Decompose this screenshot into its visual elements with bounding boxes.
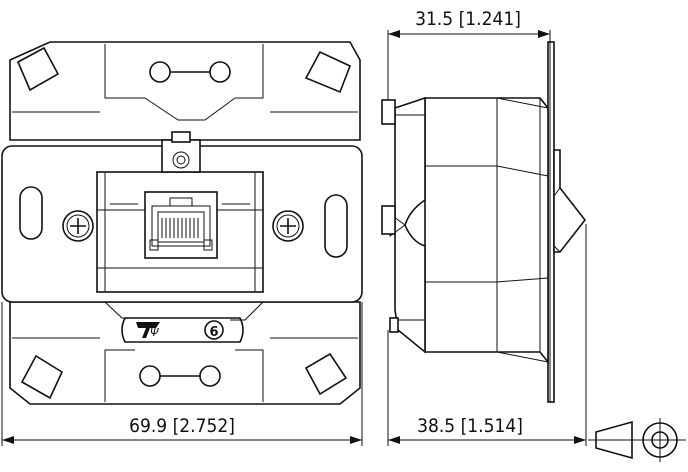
right-vertical-slot [324, 194, 348, 258]
bottom-ear-plate [9, 301, 361, 405]
side-bottom-dimension: 38.5 [1.514] [387, 224, 587, 446]
top-right-lug [304, 50, 352, 94]
side-top-dimension: 31.5 [1.241] [387, 8, 551, 100]
bottom-left-lug [20, 354, 64, 400]
top-keyhole-slot [149, 61, 231, 83]
right-screw-icon [272, 210, 304, 242]
side-latch-mid [381, 205, 396, 235]
socket-number-circle [204, 320, 224, 340]
side-latch-top [381, 99, 396, 125]
front-width-dimension: 69.9 [2.752] [1, 302, 363, 446]
left-screw-icon [62, 210, 94, 242]
brand-logo-icon: Ψ [136, 322, 160, 339]
top-ear-plate [9, 41, 361, 141]
side-connector-body [394, 96, 426, 354]
first-angle-projection-icon [588, 418, 686, 462]
svg-text:Ψ: Ψ [150, 326, 159, 339]
side-view [381, 41, 587, 403]
side-housing [424, 97, 549, 365]
side-nose [553, 149, 587, 253]
top-left-lug [16, 46, 60, 92]
front-view: Ψ 6 [1, 41, 363, 405]
side-latch-bottom [389, 317, 399, 333]
bottom-keyhole-slot [139, 365, 221, 387]
flange-plate [547, 41, 555, 403]
logo-label-area [121, 317, 244, 343]
rj45-jack-icon [144, 191, 218, 259]
left-vertical-slot [19, 186, 43, 240]
side-top-dim-label: 31.5 [1.241] [415, 8, 521, 30]
socket-number-label: 6 [209, 325, 218, 340]
bottom-right-lug [304, 352, 348, 396]
latch-tab [171, 131, 191, 143]
front-width-label: 69.9 [2.752] [129, 415, 235, 437]
side-bottom-dim-label: 38.5 [1.514] [417, 415, 523, 437]
